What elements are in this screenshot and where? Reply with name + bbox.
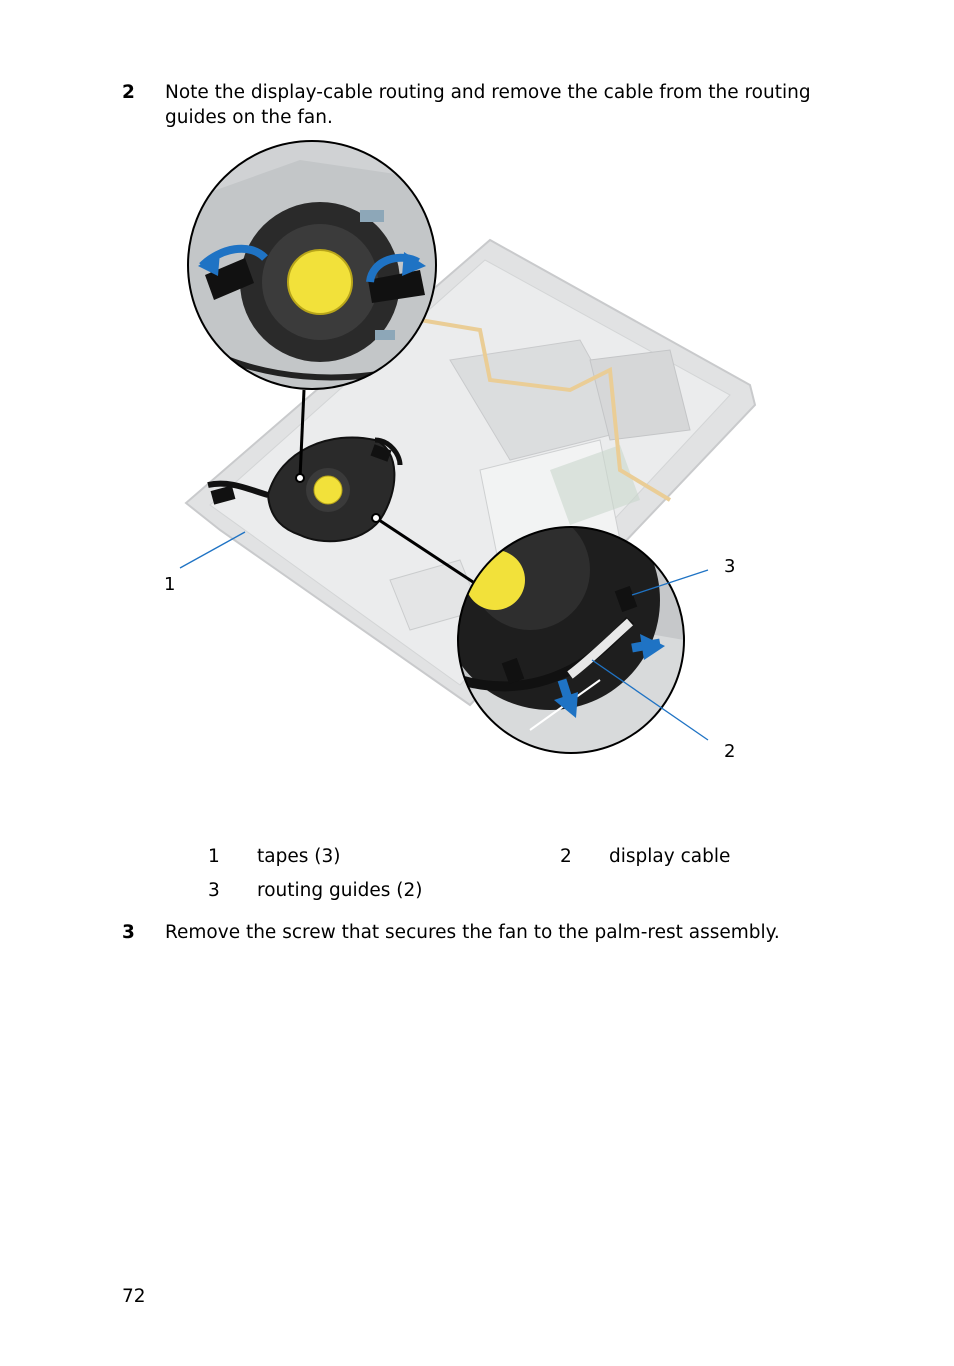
arrow-icon <box>402 252 426 276</box>
legend-label: routing guides (2) <box>257 880 423 901</box>
step-2: 2 Note the display-cable routing and rem… <box>122 80 842 132</box>
arrow-icon <box>198 252 220 276</box>
step-text: Note the display-cable routing and remov… <box>165 82 811 128</box>
step-number: 3 <box>122 922 135 943</box>
leader-line <box>298 389 306 479</box>
arrow-icon <box>640 634 665 660</box>
callout-line-3 <box>631 569 709 596</box>
step-number: 2 <box>122 82 135 103</box>
magnified-cable-view <box>457 526 685 754</box>
callout-line-1 <box>179 531 246 569</box>
legend-number: 2 <box>560 846 572 867</box>
callout-line-2 <box>591 659 709 741</box>
callout-3: 3 <box>724 556 735 577</box>
legend-label: display cable <box>609 846 731 867</box>
fan-cable-figure: 1 2 3 <box>150 140 790 780</box>
step-text: Remove the screw that secures the fan to… <box>165 922 780 943</box>
page-number: 72 <box>122 1286 146 1307</box>
leader-line <box>375 516 474 584</box>
laptop-illustration: 1 2 3 <box>164 140 757 762</box>
callout-2: 2 <box>724 741 735 762</box>
legend-label: tapes (3) <box>257 846 341 867</box>
legend-number: 3 <box>208 880 220 901</box>
palm-rest-assembly <box>184 238 757 707</box>
legend-number: 1 <box>208 846 220 867</box>
magnified-tapes-view <box>187 140 437 390</box>
step-3: 3 Remove the screw that secures the fan … <box>122 920 842 946</box>
callout-1: 1 <box>164 574 175 595</box>
arrow-icon <box>554 692 578 718</box>
